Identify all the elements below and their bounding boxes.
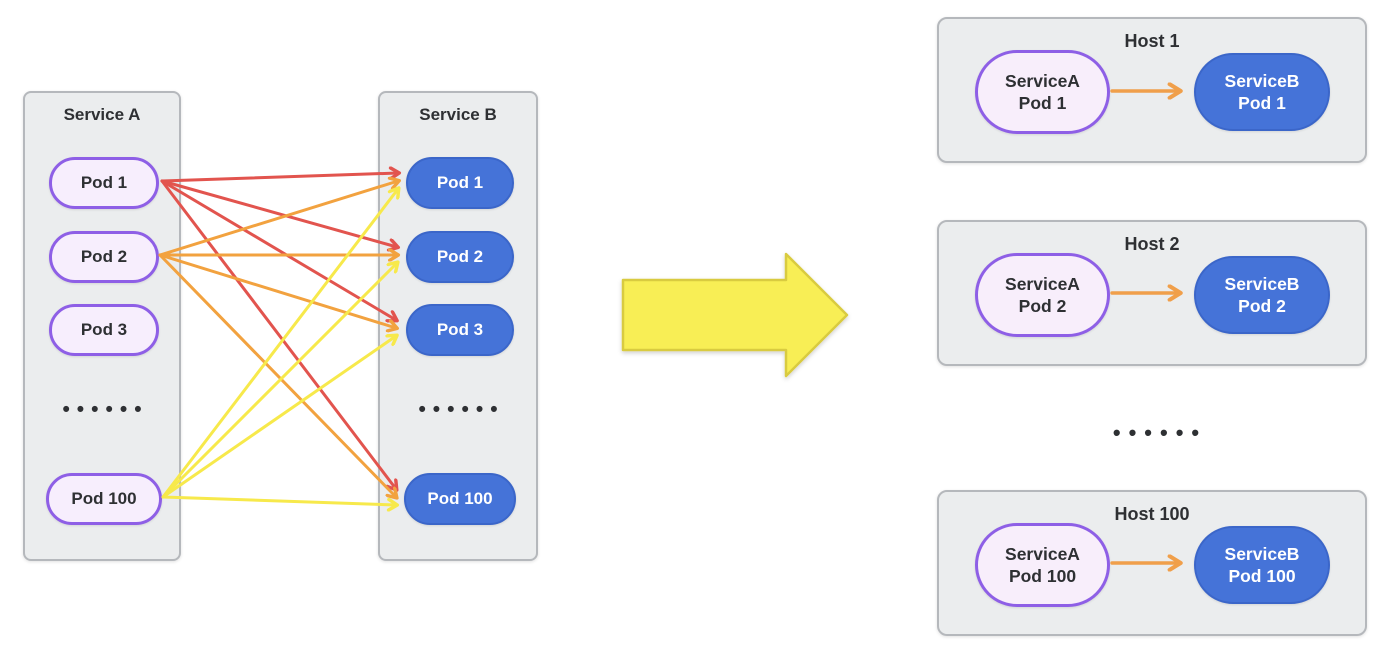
service-a-panel: Service A Pod 1 Pod 2 Pod 3 •••••• Pod 1…: [23, 91, 181, 561]
service-b-pod-2: Pod 2: [406, 231, 514, 283]
host-2-service-a-line2: Pod 2: [1018, 296, 1067, 316]
edge-a-pod-100-to-b-pod-1: [161, 189, 398, 499]
service-a-pod-2: Pod 2: [49, 231, 159, 283]
service-b-pod-100: Pod 100: [404, 473, 516, 525]
service-a-pod-1: Pod 1: [49, 157, 159, 209]
service-b-ellipsis: ••••••: [418, 398, 505, 421]
service-b-pod-3: Pod 3: [406, 304, 514, 356]
host-1-service-b-pod: ServiceB Pod 1: [1194, 53, 1330, 131]
host-1-service-a-line1: ServiceA: [1005, 71, 1080, 91]
edge-a-pod-100-to-b-pod-2: [161, 263, 397, 499]
host-100-service-b-line1: ServiceB: [1224, 544, 1300, 564]
host-100-service-b-pod: ServiceB Pod 100: [1194, 526, 1330, 604]
service-a-pod-3: Pod 3: [49, 304, 159, 356]
service-a-ellipsis: ••••••: [62, 398, 149, 421]
service-b-title: Service B: [419, 105, 497, 124]
host-100-box: Host 100 ServiceA Pod 100 ServiceB Pod 1…: [937, 490, 1367, 636]
edge-a-pod-100-to-b-pod-3: [161, 336, 396, 499]
hosts-ellipsis: ••••••: [1112, 420, 1208, 445]
host-100-service-a-pod: ServiceA Pod 100: [975, 523, 1110, 607]
host-2-service-a-line1: ServiceA: [1005, 274, 1080, 294]
edge-a-pod-1-to-b-pod-100: [160, 179, 396, 489]
edge-a-pod-1-to-b-pod-2: [160, 179, 397, 247]
transform-arrow-icon: [621, 252, 849, 378]
host-100-service-a-line2: Pod 100: [1008, 566, 1077, 586]
service-a-title: Service A: [63, 105, 141, 124]
service-b-pod-1: Pod 1: [406, 157, 514, 209]
host-2-title: Host 2: [1124, 234, 1180, 254]
host-2-service-b-line1: ServiceB: [1224, 274, 1300, 294]
host-1-service-a-line2: Pod 1: [1018, 93, 1067, 113]
host-2-box: Host 2 ServiceA Pod 2 ServiceB Pod 2: [937, 220, 1367, 366]
edge-a-pod-1-to-b-pod-1: [160, 173, 398, 183]
edge-a-pod-2-to-b-pod-3: [158, 253, 396, 328]
host-1-box: Host 1 ServiceA Pod 1 ServiceB Pod 1: [937, 17, 1367, 163]
service-b-panel: Service B Pod 1 Pod 2 Pod 3 •••••• Pod 1…: [378, 91, 538, 561]
host-2-service-a-pod: ServiceA Pod 2: [975, 253, 1110, 337]
host-2-service-b-line2: Pod 2: [1238, 296, 1286, 316]
host-100-title: Host 100: [1114, 504, 1190, 524]
host-1-service-a-pod: ServiceA Pod 1: [975, 50, 1110, 134]
edge-a-pod-100-to-b-pod-100: [161, 495, 396, 505]
edge-a-pod-2-to-b-pod-1: [158, 181, 398, 257]
edge-a-pod-1-to-b-pod-3: [160, 179, 396, 320]
edge-a-pod-2-to-b-pod-100: [158, 253, 396, 497]
host-2-service-b-pod: ServiceB Pod 2: [1194, 256, 1330, 334]
mesh-edges: [158, 173, 398, 505]
service-a-pod-100: Pod 100: [46, 473, 162, 525]
host-1-title: Host 1: [1124, 31, 1180, 51]
host-100-service-b-line2: Pod 100: [1228, 566, 1296, 586]
host-1-service-b-line2: Pod 1: [1238, 93, 1286, 113]
host-100-service-a-line1: ServiceA: [1005, 544, 1080, 564]
host-1-service-b-line1: ServiceB: [1224, 71, 1300, 91]
